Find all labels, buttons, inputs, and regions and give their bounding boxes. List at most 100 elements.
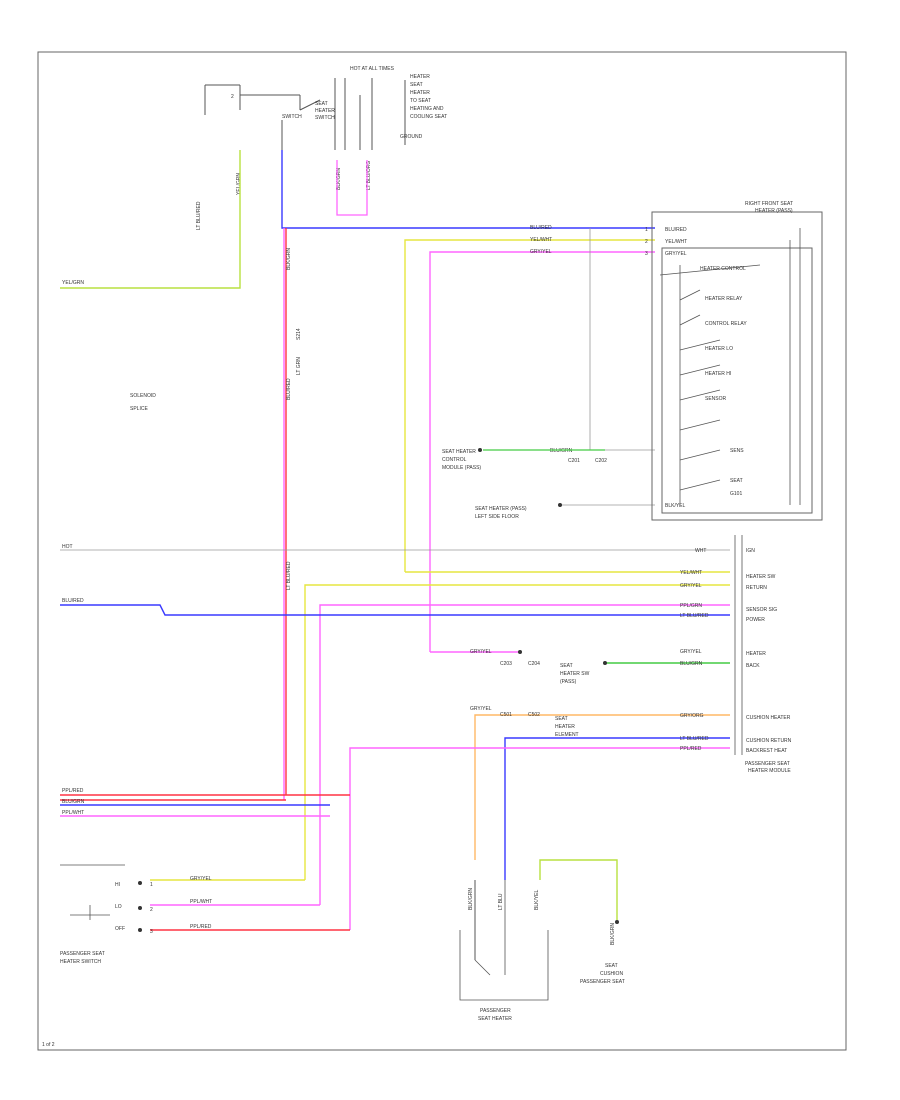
connector-function-9: CUSHION RETURN (746, 738, 792, 744)
bottom-wire-label-2: BLU/GRN (62, 799, 85, 805)
legend-splice: SPLICE (130, 406, 148, 412)
connector-wire-8: GRY/ORG (680, 713, 704, 719)
connector-wire-10: PPL/RED (680, 746, 702, 752)
heater-element-title-1: PASSENGER (480, 1008, 511, 1014)
connector-wire-5: LT BLU/RED (680, 613, 709, 619)
switch-bottom-pin-label-1: HI (115, 882, 120, 888)
connector-wire-2: YEL/WHT (680, 570, 702, 576)
bottom-wire-label-1: PPL/RED (62, 788, 84, 794)
connector-wire-6: GRY/YEL (680, 649, 702, 655)
switch-note-2: HEATER (410, 90, 430, 96)
ground-symbol-label: GROUND (400, 134, 423, 140)
connector-function-5: POWER (746, 617, 765, 623)
module-input-3: GRY/YEL (530, 249, 552, 255)
module-title-1: RIGHT FRONT SEAT (745, 201, 793, 207)
module-relay-1: HEATER CONTROL (700, 266, 746, 272)
module-relay-4: HEATER LO (705, 346, 733, 352)
right-connector-dot (603, 661, 607, 665)
wire-magenta-connector-1 (319, 604, 730, 905)
splice-label: S214 (296, 328, 302, 340)
lower-connector-label-1: SEAT (555, 716, 568, 722)
lower-connector-code-2: C502 (528, 712, 540, 718)
right-connector-code-2: C204 (528, 661, 540, 667)
left-ignition-label: HOT (62, 544, 73, 550)
connector-title-2: HEATER MODULE (748, 768, 791, 774)
right-connector-wire: GRY/YEL (470, 649, 492, 655)
module-input-1: BLU/RED (530, 225, 552, 231)
module-pin-3: 3 (645, 251, 648, 257)
lower-connector-label-3: ELEMENT (555, 732, 579, 738)
seat-switch-label-3: SWITCH (315, 115, 335, 121)
switch-note-4: HEATING AND (410, 106, 444, 112)
wire-magenta-lower (349, 747, 730, 930)
module-relay-3: CONTROL RELAY (705, 321, 747, 327)
wire-blue-top (281, 150, 655, 229)
right-connector-label-3: (PASS) (560, 679, 577, 685)
right-connector-label-1: SEAT (560, 663, 573, 669)
right-module: RIGHT FRONT SEAT HEATER (PASS) BLU/RED Y… (530, 201, 823, 521)
connector-function-10: BACKREST HEAT (746, 748, 787, 754)
module-relay-2: HEATER RELAY (705, 296, 743, 302)
lower-connector-wire: GRY/YEL (470, 706, 492, 712)
module-thermistor: SENS (730, 448, 744, 454)
switch-note-3: TO SEAT (410, 98, 431, 104)
wire-orange-connector (474, 714, 730, 860)
wire-green-heater (539, 859, 618, 920)
mid-connector-dot (478, 448, 482, 452)
heater-element-title-2: SEAT HEATER (478, 1016, 512, 1022)
seat-switch-label-2: HEATER (315, 108, 335, 114)
top-wire-label-1: LT BLU/RED (196, 201, 202, 230)
legend-solenoid: SOLENOID (130, 393, 156, 399)
switch-symbol-label: SWITCH (282, 114, 302, 120)
connector-title-1: PASSENGER SEAT (745, 761, 790, 767)
module-outer-box (651, 211, 823, 521)
right-connector-label-2: HEATER SW (560, 671, 590, 677)
vertical-label-3: LT BLU/RED (286, 561, 292, 590)
heater-element-wire-3: BLK/YEL (534, 889, 540, 910)
ground-label-2: LEFT SIDE FLOOR (475, 514, 519, 520)
switch-bottom-subtitle: HEATER SWITCH (60, 959, 101, 965)
top-switch-area (204, 78, 406, 150)
module-input-2: YEL/WHT (530, 237, 552, 243)
connector-wire-3: GRY/YEL (680, 583, 702, 589)
switch-bottom-pin-1: 1 (150, 882, 153, 888)
connector-function-4: SENSOR SIG (746, 607, 777, 613)
lower-connector-code-1: C501 (500, 712, 512, 718)
mid-connector-label-1: SEAT HEATER (442, 449, 476, 455)
power-source-label: HOT AT ALL TIMES (350, 66, 395, 72)
lower-connector: C501 C502 SEAT HEATER ELEMENT GRY/YEL (470, 650, 579, 738)
switch-bottom-wire-1: GRY/YEL (190, 876, 212, 882)
module-inner-box (661, 247, 813, 514)
wire-magenta-mid (429, 251, 655, 652)
cushion-title-2: CUSHION (600, 971, 623, 977)
switch-bottom-pin-label-3: OFF (115, 926, 125, 932)
switch-bottom-pin-label-2: LO (115, 904, 122, 910)
connector-function-6: HEATER (746, 651, 766, 657)
wire-yellow-mid (404, 239, 655, 572)
connector-wire-7: BLU/GRN (680, 661, 703, 667)
left-wire-label-2: BLU/RED (62, 598, 84, 604)
sensor-label: LT GRN (296, 357, 302, 375)
mid-connector-code-2: C202 (595, 458, 607, 464)
connector-function-2: HEATER SW (746, 574, 776, 580)
wire-yellow-bottom (304, 584, 730, 880)
module-fuse: SEAT (730, 478, 743, 484)
switch-bottom-pin-3: 3 (150, 929, 153, 935)
module-internal-1: BLU/RED (665, 227, 687, 233)
module-internal-2: YEL/WHT (665, 239, 687, 245)
cushion-title-1: SEAT (605, 963, 618, 969)
wire-blue-connector (60, 604, 730, 616)
top-wire-label-4: LT BLU/ORG (366, 161, 372, 190)
heater-element-wire-2: LT BLU (498, 893, 504, 910)
ground-label-1: SEAT HEATER (PASS) (475, 506, 527, 512)
wire-yellow-green-left (60, 150, 241, 289)
module-ground-label: G101 (730, 491, 742, 497)
module-relay-6: SENSOR (705, 396, 727, 402)
connector-function-8: CUSHION HEATER (746, 715, 791, 721)
module-pin-1: 1 (645, 227, 648, 233)
mid-connector-label-2: CONTROL (442, 457, 467, 463)
switch-pin-label: 2 (231, 94, 234, 100)
connector-wire-4: PPL/GRN (680, 603, 702, 609)
module-relay-5: HEATER HI (705, 371, 731, 377)
